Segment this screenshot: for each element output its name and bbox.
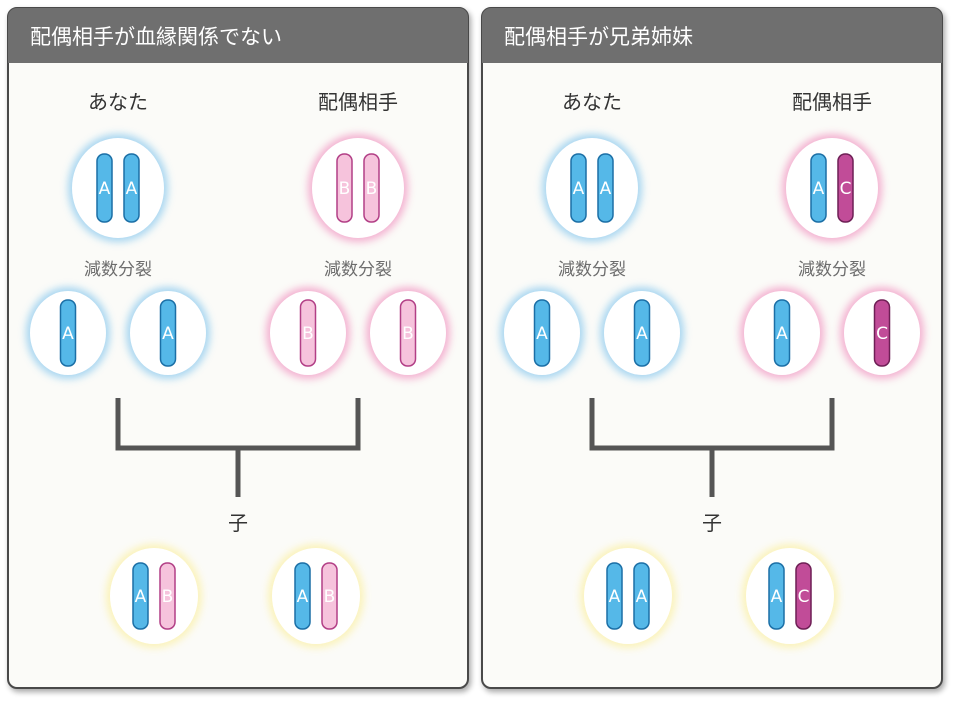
- cell: A: [26, 287, 110, 379]
- cell-body: [272, 548, 360, 644]
- chromosome: [873, 299, 891, 367]
- panel-title: 配偶相手が血縁関係でない: [30, 25, 282, 49]
- allele-label: A: [135, 587, 147, 607]
- cell-body: [584, 548, 672, 644]
- cell-body: [786, 138, 878, 238]
- you-label: あなた: [562, 90, 622, 114]
- cell: B: [266, 287, 350, 379]
- chromosome: [633, 299, 651, 367]
- chromosome: [336, 153, 353, 223]
- chromosome: [59, 299, 77, 367]
- chromosome: [299, 299, 317, 367]
- meiosis-label: 減数分裂: [324, 260, 392, 280]
- allele-label: A: [162, 324, 174, 344]
- cross-connector: [115, 398, 361, 497]
- panel-title: 配偶相手が兄弟姉妹: [504, 25, 693, 49]
- cell: C: [840, 287, 924, 379]
- meiosis-label: 減数分裂: [798, 260, 866, 280]
- chromosome: [606, 562, 623, 630]
- cell: A: [740, 287, 824, 379]
- cell-body: [312, 138, 404, 238]
- allele-label: B: [162, 587, 174, 607]
- allele-label: B: [302, 324, 314, 344]
- chromosome: [533, 299, 551, 367]
- chromosome: [363, 153, 380, 223]
- cell-body: [110, 548, 198, 644]
- chromosome: [321, 562, 338, 630]
- panel-header: [8, 8, 468, 63]
- chromosome: [810, 153, 827, 223]
- chromosome: [96, 153, 113, 223]
- allele-label: A: [573, 179, 585, 199]
- allele-label: C: [798, 587, 810, 607]
- allele-label: A: [771, 587, 783, 607]
- allele-label: A: [62, 324, 74, 344]
- child-label: 子: [702, 511, 722, 535]
- allele-label: A: [776, 324, 788, 344]
- chromosome: [633, 562, 650, 630]
- allele-label: A: [536, 324, 548, 344]
- allele-label: A: [99, 179, 111, 199]
- child-label: 子: [228, 511, 248, 535]
- allele-label: A: [636, 324, 648, 344]
- chromosome: [159, 562, 176, 630]
- allele-label: B: [402, 324, 414, 344]
- allele-label: A: [126, 179, 138, 199]
- cell: A: [126, 287, 210, 379]
- chromosome: [837, 153, 854, 223]
- allele-label: B: [324, 587, 336, 607]
- meiosis-label: 減数分裂: [84, 260, 152, 280]
- cell-body: [746, 548, 834, 644]
- cell: A: [500, 287, 584, 379]
- allele-label: A: [297, 587, 309, 607]
- cell-body: [72, 138, 164, 238]
- cell: A: [600, 287, 684, 379]
- chromosome: [399, 299, 417, 367]
- cross-connector: [589, 398, 835, 497]
- you-label: あなた: [88, 90, 148, 114]
- allele-label: B: [339, 179, 351, 199]
- cell-body: [546, 138, 638, 238]
- chromosome: [294, 562, 311, 630]
- partner-label: 配偶相手: [792, 90, 872, 114]
- allele-label: C: [840, 179, 852, 199]
- chromosome: [123, 153, 140, 223]
- allele-label: A: [600, 179, 612, 199]
- allele-label: A: [813, 179, 825, 199]
- chromosome: [570, 153, 587, 223]
- allele-label: B: [366, 179, 378, 199]
- meiosis-label: 減数分裂: [558, 260, 626, 280]
- partner-label: 配偶相手: [318, 90, 398, 114]
- chromosome: [768, 562, 785, 630]
- chromosome: [795, 562, 812, 630]
- allele-label: A: [609, 587, 621, 607]
- chromosome: [597, 153, 614, 223]
- panel-header: [482, 8, 942, 63]
- allele-label: A: [636, 587, 648, 607]
- chromosome: [773, 299, 791, 367]
- chromosome: [159, 299, 177, 367]
- cell: B: [366, 287, 450, 379]
- allele-label: C: [876, 324, 888, 344]
- chromosome: [132, 562, 149, 630]
